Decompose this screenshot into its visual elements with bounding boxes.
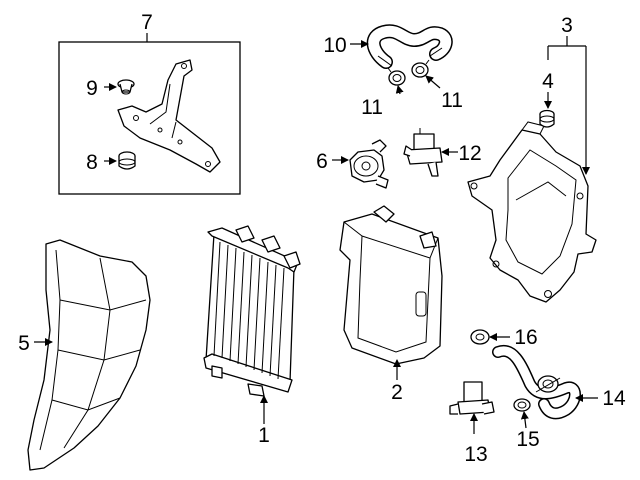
callout-5: 5: [18, 332, 30, 355]
callout-7: 7: [141, 11, 153, 34]
radiator-shroud-part: [339, 205, 443, 365]
callout-12: 12: [458, 142, 481, 165]
grommet-part: [118, 151, 136, 170]
coolant-hose-assembly-part: [492, 345, 581, 420]
auxiliary-radiator-part: [203, 225, 301, 397]
callout-16: 16: [514, 326, 537, 349]
hose-clamp-left-part: [387, 67, 406, 86]
hose-clamp-right-part: [411, 59, 430, 78]
callout-6: 6: [316, 150, 328, 173]
connector-valve-part: [449, 381, 495, 415]
leader-lines: [34, 36, 598, 434]
callout-4: 4: [542, 70, 554, 93]
air-deflector-part: [27, 239, 151, 471]
callout-9: 9: [86, 77, 98, 100]
callout-10: 10: [323, 34, 346, 57]
solenoid-valve-part: [403, 128, 443, 177]
callout-1: 1: [258, 424, 270, 447]
callout-14: 14: [602, 387, 626, 410]
callout-15: 15: [516, 428, 539, 451]
callout-11-right: 11: [441, 89, 463, 112]
shroud-bracket-part: [467, 121, 597, 303]
hose-clamp-lower-part: [513, 398, 531, 412]
clip-part: [117, 79, 135, 95]
callout-11-left: 11: [361, 96, 383, 119]
mounting-bracket-part: [117, 59, 221, 173]
callout-2: 2: [391, 381, 403, 404]
callout-8: 8: [86, 151, 98, 174]
callout-13: 13: [464, 443, 487, 466]
clamp-small-part: [470, 329, 490, 345]
rubber-mount-part: [539, 109, 555, 128]
bracket-inset-box: [58, 33, 241, 195]
callout-labels: 1 2 3 4 5 6 7 8 9 10 11 11 12 13 14 15 1…: [18, 11, 626, 466]
water-pump-part: [349, 139, 389, 189]
coolant-hose-part: [366, 24, 453, 69]
callout-3: 3: [561, 14, 573, 37]
